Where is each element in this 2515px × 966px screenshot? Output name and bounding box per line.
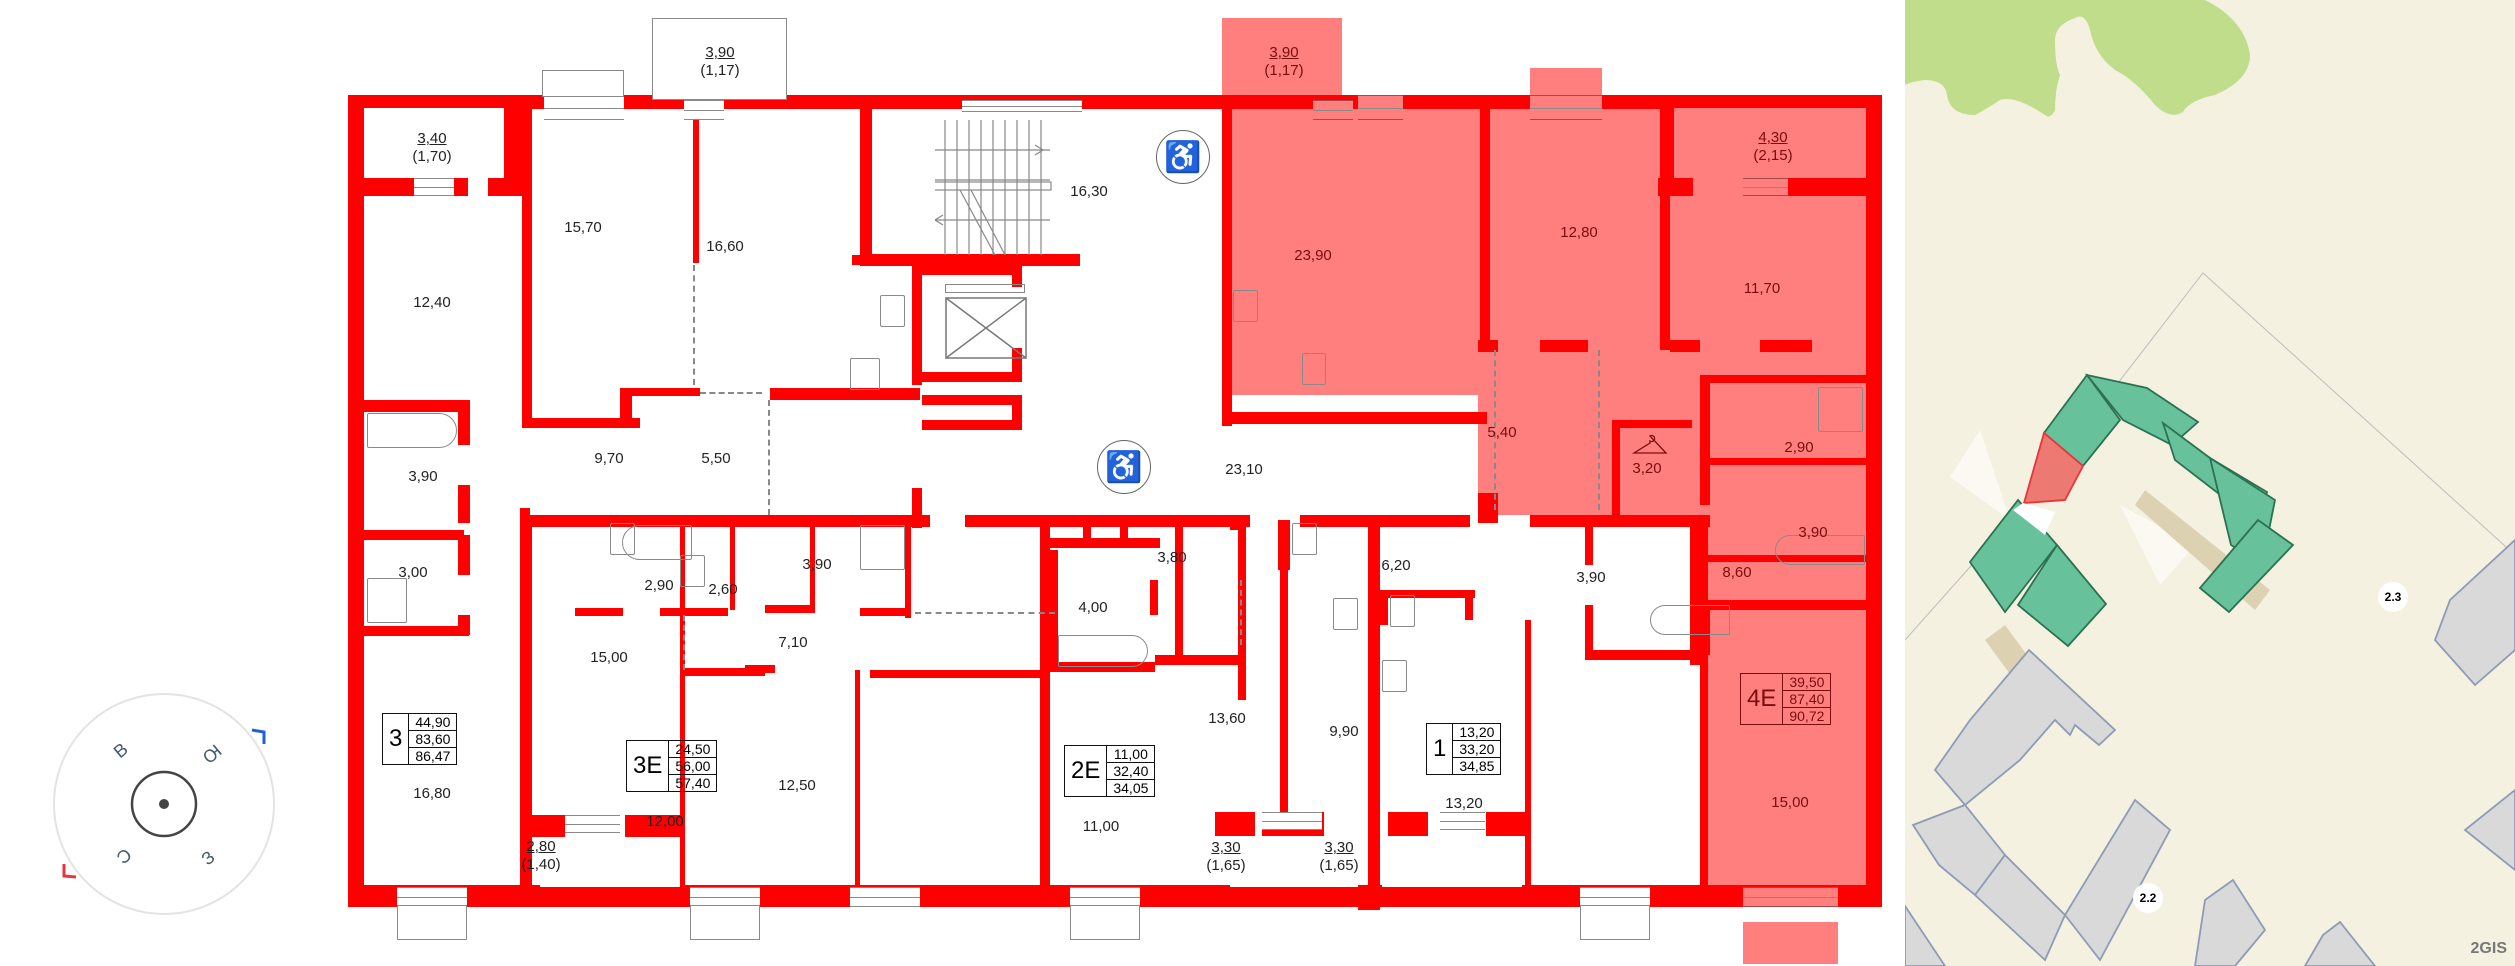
shower-icon (1818, 387, 1863, 432)
room-area: 15,00 (590, 649, 628, 666)
room-area: 5,50 (701, 450, 731, 467)
apartment-4e-balcony-highlight[interactable] (1222, 18, 1342, 100)
room-area: 3,90 (1798, 524, 1828, 541)
stove-icon (880, 295, 905, 327)
floor-plan: ♿ ♿ 12,40 15,70 16,60 16,30 23,90 12,80 … (52, 18, 1882, 964)
room-area: 23,90 (1294, 247, 1332, 264)
room-area: 2,90 (644, 577, 674, 594)
room-area: 5,40 (1487, 424, 1517, 441)
room-area: 11,00 (1082, 818, 1120, 835)
compass-label-south: Ю (199, 740, 226, 767)
room-area: 16,60 (706, 238, 744, 255)
bathtub-icon (1650, 605, 1730, 635)
room-area: 12,80 (1560, 224, 1598, 241)
apartment-4e-window-ledge (1530, 68, 1602, 98)
elevator-icon (945, 297, 1027, 359)
sink-icon (850, 358, 880, 390)
selected-section (2022, 431, 2085, 504)
compass-label-north: С (113, 844, 136, 868)
house-label-2-2[interactable]: 2.2 (2133, 883, 2163, 913)
compass-label-east: В (110, 739, 132, 762)
apartment-4e-bottom-ledge (1743, 922, 1838, 964)
wheelchair-icon: ♿ (1156, 130, 1210, 184)
sink-icon (1390, 595, 1415, 627)
room-area: 9,70 (594, 450, 624, 467)
balcony-area: 3,30(1,65) (1319, 839, 1359, 874)
staircase-icon (932, 120, 1055, 256)
stove-icon (1382, 660, 1407, 692)
balcony-area: 4,30(2,15) (1753, 129, 1793, 164)
room-area: 15,70 (564, 219, 602, 236)
bathtub-icon (367, 413, 457, 448)
room-area: 15,00 (1771, 794, 1809, 811)
room-area: 9,90 (1329, 723, 1359, 740)
site-map[interactable]: 2.3 2.2 2GIS (1905, 0, 2515, 966)
balcony-area: 3,90(1,17) (1264, 44, 1304, 79)
bathtub-icon (622, 525, 692, 560)
room-area: 11,70 (1743, 280, 1781, 297)
bathtub-icon (1058, 635, 1148, 667)
room-area: 16,80 (413, 785, 451, 802)
stove-icon (1333, 598, 1358, 630)
map-attribution: 2GIS (2470, 940, 2507, 957)
room-area: 12,40 (413, 294, 451, 311)
room-area: 3,00 (398, 564, 428, 581)
house-label-2-3[interactable]: 2.3 (2378, 582, 2408, 612)
wheelchair-icon: ♿ (1097, 440, 1151, 494)
sink-icon (680, 555, 705, 587)
room-area: 13,60 (1208, 710, 1246, 727)
outer-wall-east (1866, 95, 1882, 907)
balcony-area: 3,90(1,17) (700, 44, 740, 79)
sink-icon (1292, 523, 1317, 555)
room-area: 2,90 (1784, 439, 1814, 456)
outer-wall-west (348, 95, 364, 907)
bathtub-icon (1775, 535, 1865, 565)
park-area (1905, 0, 2250, 117)
room-area: 3,90 (802, 556, 832, 573)
shower-icon (367, 578, 407, 623)
compass-widget: В Ю С З (52, 692, 276, 916)
stove-icon (1233, 290, 1258, 322)
room-area: 7,10 (778, 634, 808, 651)
room-area: 3,20 (1632, 460, 1662, 477)
apartment-4e-highlight-east[interactable] (1700, 370, 1882, 890)
balcony-area: 2,80(1,40) (521, 838, 561, 873)
room-area: 8,60 (1722, 564, 1752, 581)
room-area: 12,50 (778, 777, 816, 794)
balcony-b2-outline (652, 18, 787, 100)
room-area: 3,80 (1157, 549, 1187, 566)
balcony-area: 3,30(1,65) (1206, 839, 1246, 874)
room-area: 13,20 (1445, 795, 1483, 812)
sink-icon (1302, 353, 1326, 385)
compass-label-west: З (197, 847, 218, 869)
room-area: 2,60 (708, 581, 738, 598)
shower-icon (860, 525, 905, 570)
room-area: 12,00 (646, 813, 684, 830)
room-area: 3,90 (1576, 569, 1606, 586)
hanger-icon (1631, 434, 1668, 456)
balcony-area: 3,40(1,70) (412, 130, 452, 165)
room-area: 23,10 (1225, 461, 1263, 478)
room-area: 3,90 (408, 468, 438, 485)
room-area: 16,30 (1070, 183, 1108, 200)
room-area: 6,20 (1381, 557, 1411, 574)
room-area: 4,00 (1078, 599, 1108, 616)
